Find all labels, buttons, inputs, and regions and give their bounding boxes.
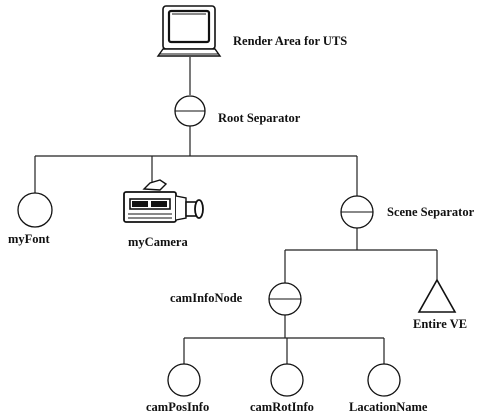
node-circle-icon	[17, 192, 53, 228]
separator-icon	[268, 282, 302, 316]
my-font-label: myFont	[8, 232, 51, 246]
separator-icon	[340, 195, 374, 229]
my-camera-node: myCamera	[123, 179, 204, 249]
entire-ve-label: Entire VE	[413, 317, 467, 331]
location-name-label: LacationName	[349, 400, 428, 414]
root-separator-label: Root Separator	[218, 111, 301, 125]
monitor-icon	[156, 5, 222, 57]
cam-pos-info-label: camPosInfo	[146, 400, 209, 414]
cam-info-node-label: camInfoNode	[170, 291, 243, 305]
triangle-icon	[417, 278, 457, 313]
connector-lines	[34, 57, 438, 364]
separator-icon	[174, 95, 206, 127]
node-circle-icon	[367, 363, 401, 397]
scene-separator-node: Scene Separator	[340, 195, 475, 229]
camera-icon	[123, 179, 204, 223]
cam-rot-info-node: camRotInfo	[250, 363, 314, 414]
location-name-node: LacationName	[349, 363, 428, 414]
render-area-label: Render Area for UTS	[233, 34, 347, 48]
cam-info-node: camInfoNode	[170, 282, 302, 316]
my-font-node: myFont	[8, 192, 53, 246]
render-area-node: Render Area for UTS	[156, 5, 347, 57]
node-circle-icon	[270, 363, 304, 397]
my-camera-label: myCamera	[128, 235, 188, 249]
node-circle-icon	[167, 363, 201, 397]
scene-separator-label: Scene Separator	[387, 205, 475, 219]
root-separator-node: Root Separator	[174, 95, 301, 127]
cam-rot-info-label: camRotInfo	[250, 400, 314, 414]
cam-pos-info-node: camPosInfo	[146, 363, 209, 414]
entire-ve-node: Entire VE	[413, 278, 467, 331]
